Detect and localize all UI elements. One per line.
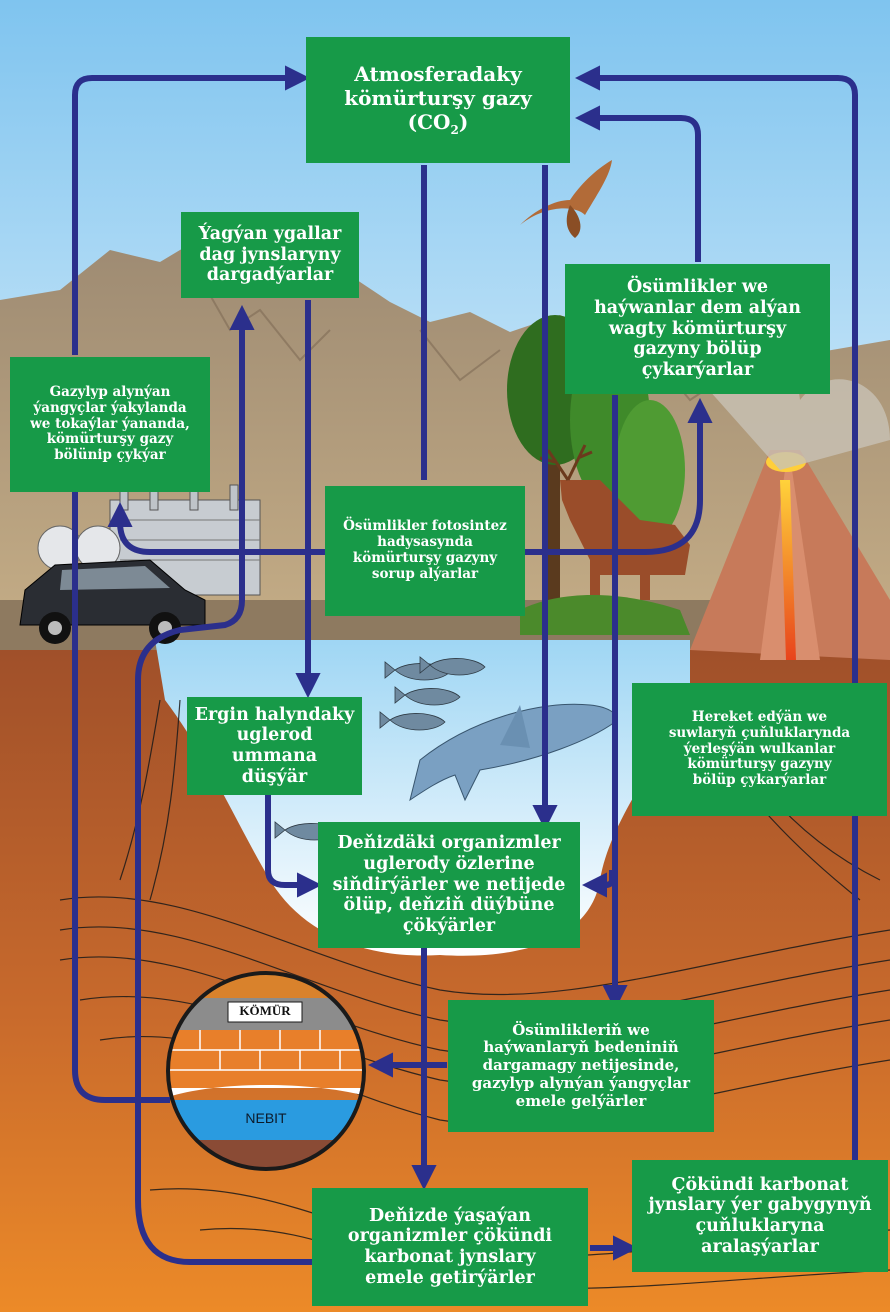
- dissolved-carbon-box: Ergin halyndaky uglerod ummana düşýär: [187, 697, 362, 795]
- atmosphere-line1: Atmosferadaky: [354, 62, 522, 87]
- atmosphere-line2: kömürturşy gazy: [344, 85, 532, 110]
- dissolved-line: uglerod ummana: [231, 725, 318, 766]
- weathering-line: dag jynslaryny: [199, 244, 341, 265]
- volcanoes-line: suwlaryň çuňluklarynda: [668, 724, 851, 741]
- carbonate-formation-line: Deňizde ýaşaýan: [368, 1205, 531, 1226]
- carbonate-formation-line: organizmler çökündi: [347, 1226, 553, 1247]
- volcanoes-line: Hereket edýän we: [691, 708, 828, 725]
- cycle-arrows: [72, 65, 858, 1265]
- volcanoes-line: ýerleşýän wulkanlar: [683, 740, 836, 757]
- carbonate-formation-box: Deňizde ýaşaýan organizmler çökündi karb…: [312, 1188, 588, 1306]
- car-icon: [19, 559, 206, 644]
- combustion-line: we tokaýlar ýananda,: [30, 415, 190, 432]
- combustion-box: Gazylyp alynýan ýangyçlar ýakylanda we t…: [10, 357, 210, 492]
- combustion-line: Gazylyp alynýan: [49, 383, 171, 400]
- fossil-fuels-box: Ösümlikleriň we haýwanlaryň bedeniniň da…: [448, 1000, 714, 1132]
- carbonate-sink-line: aralaşýarlar: [701, 1236, 819, 1257]
- sea-organisms-box: Deňizdäki organizmler uglerody özlerine …: [318, 822, 580, 948]
- carbonate-formation-line: emele getirýärler: [365, 1267, 535, 1288]
- sea-organisms-line: uglerody özlerine: [363, 854, 535, 875]
- respiration-box: Ösümlikler we haýwanlar dem alýan wagty …: [565, 264, 830, 394]
- carbonate-sink-line: jynslary ýer gabygynyň: [648, 1195, 872, 1216]
- weathering-box: Ýagýan ygallar dag jynslaryny dargadýarl…: [181, 212, 359, 298]
- photosynthesis-line: Ösümlikler fotosintez: [343, 518, 507, 535]
- sea-organisms-line: Deňizdäki organizmler: [337, 833, 561, 854]
- fossil-fuels-line: gazylyp alynýan ýangyçlar: [471, 1073, 691, 1092]
- respiration-line: wagty kömürturşy: [608, 318, 787, 339]
- oil-label: NEBIT: [245, 1110, 287, 1126]
- sea-organisms-line: ölüp, deňziň düýbüne: [343, 895, 555, 916]
- volcanoes-box: Hereket edýän we suwlaryň çuňluklarynda …: [632, 683, 887, 816]
- carbonate-formation-line: karbonat jynslary: [364, 1247, 536, 1267]
- photosynthesis-line: hadysasynda: [377, 534, 473, 551]
- deer-icon: [539, 444, 690, 600]
- volcanoes-line: bölüp çykarýarlar: [692, 772, 827, 789]
- weathering-line: Ýagýan ygallar: [198, 224, 342, 245]
- respiration-line: haýwanlar dem alýan: [594, 298, 801, 319]
- sea-organisms-line: siňdirýärler we netijede: [332, 874, 566, 895]
- photosynthesis-box: Ösümlikler fotosintez hadysasynda kömürt…: [325, 486, 525, 616]
- photosynthesis-line: sorup alýarlar: [371, 565, 479, 582]
- atmosphere-co2-box: Atmosferadaky kömürturşy gazy (CO2): [306, 37, 570, 163]
- respiration-line: çykarýarlar: [641, 359, 754, 380]
- fossil-fuels-line: dargamagy netijesinde,: [482, 1056, 680, 1075]
- respiration-line: gazyny bölüp: [633, 339, 762, 360]
- weathering-line: dargadýarlar: [206, 265, 334, 286]
- fossil-fuels-line: Ösümlikleriň we: [512, 1020, 650, 1039]
- respiration-line: Ösümlikler we: [626, 277, 769, 298]
- dissolved-line: Ergin halyndaky: [194, 704, 355, 725]
- atmosphere-line3: (CO2): [407, 109, 469, 137]
- combustion-line: ýangyçlar ýakylanda: [33, 399, 187, 416]
- coal-label: KÖMÜR: [239, 1003, 291, 1018]
- carbonate-sink-box: Çökündi karbonat jynslary ýer gabygynyň …: [632, 1160, 888, 1272]
- combustion-line: kömürturşy gazy: [46, 431, 174, 448]
- volcanoes-line: kömürturşy gazyny: [687, 756, 832, 773]
- photosynthesis-line: kömürturşy gazyny: [352, 550, 498, 566]
- fossil-fuels-line: haýwanlaryň bedeniniň: [483, 1038, 679, 1057]
- dissolved-line: düşýär: [241, 766, 308, 787]
- fossil-fuels-line: emele gelýärler: [515, 1091, 647, 1110]
- combustion-line: bölünip çykýar: [54, 447, 166, 464]
- carbonate-sink-line: çuňluklaryna: [695, 1216, 825, 1236]
- sea-organisms-line: çökýärler: [402, 915, 496, 936]
- carbonate-sink-line: Çökündi karbonat: [671, 1174, 849, 1195]
